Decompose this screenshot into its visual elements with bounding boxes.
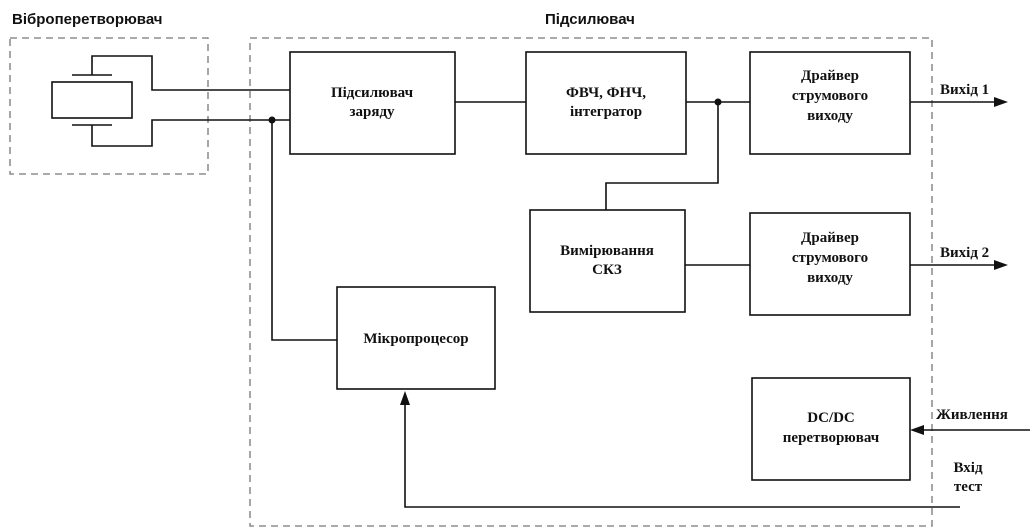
svg-text:DC/DC: DC/DC [807, 410, 855, 426]
output-2-label: Вихід 2 [940, 245, 989, 261]
output-2-arrow [910, 260, 1008, 270]
dcdc-converter-block: DC/DC перетворювач [751, 377, 911, 481]
svg-text:Драйвер: Драйвер [801, 68, 859, 84]
connection-wires [268, 98, 750, 341]
svg-text:Підсилювач: Підсилювач [331, 85, 414, 101]
current-driver-1-block: Драйвер струмового виходу [749, 51, 911, 155]
amplifier-group-title: Підсилювач [545, 11, 635, 28]
svg-text:Вимірювання: Вимірювання [560, 243, 654, 259]
filters-block: ФВЧ, ФНЧ, інтегратор [525, 51, 687, 155]
output-1-label: Вихід 1 [940, 82, 989, 98]
svg-text:інтегратор: інтегратор [570, 104, 642, 120]
svg-text:струмового: струмового [792, 250, 868, 266]
power-label: Живлення [936, 407, 1008, 423]
charge-amplifier-block: Підсилювач заряду [289, 51, 456, 155]
svg-text:виходу: виходу [807, 108, 853, 124]
svg-text:виходу: виходу [807, 270, 853, 286]
sensor-group-title: Віброперетворювач [12, 11, 163, 28]
sensor-group-frame [9, 37, 209, 175]
power-input-arrow [910, 425, 1030, 435]
microprocessor-block: Мікропроцесор [336, 286, 496, 390]
svg-text:ФВЧ, ФНЧ,: ФВЧ, ФНЧ, [566, 85, 646, 101]
svg-text:перетворювач: перетворювач [783, 430, 880, 446]
amplifier-group-frame [249, 37, 933, 527]
svg-text:СКЗ: СКЗ [592, 262, 622, 278]
test-input-label-line1: Вхід [953, 460, 982, 476]
test-input-label-line2: тест [954, 479, 983, 495]
svg-text:струмового: струмового [792, 88, 868, 104]
svg-text:заряду: заряду [349, 104, 395, 120]
current-driver-2-block: Драйвер струмового виходу [749, 212, 911, 316]
svg-text:Мікропроцесор: Мікропроцесор [363, 331, 468, 347]
svg-text:Драйвер: Драйвер [801, 230, 859, 246]
test-input-arrow [400, 391, 960, 508]
rms-measurement-block: Вимірювання СКЗ [529, 209, 686, 313]
output-1-arrow [910, 97, 1008, 107]
piezo-sensor-icon [51, 55, 290, 147]
